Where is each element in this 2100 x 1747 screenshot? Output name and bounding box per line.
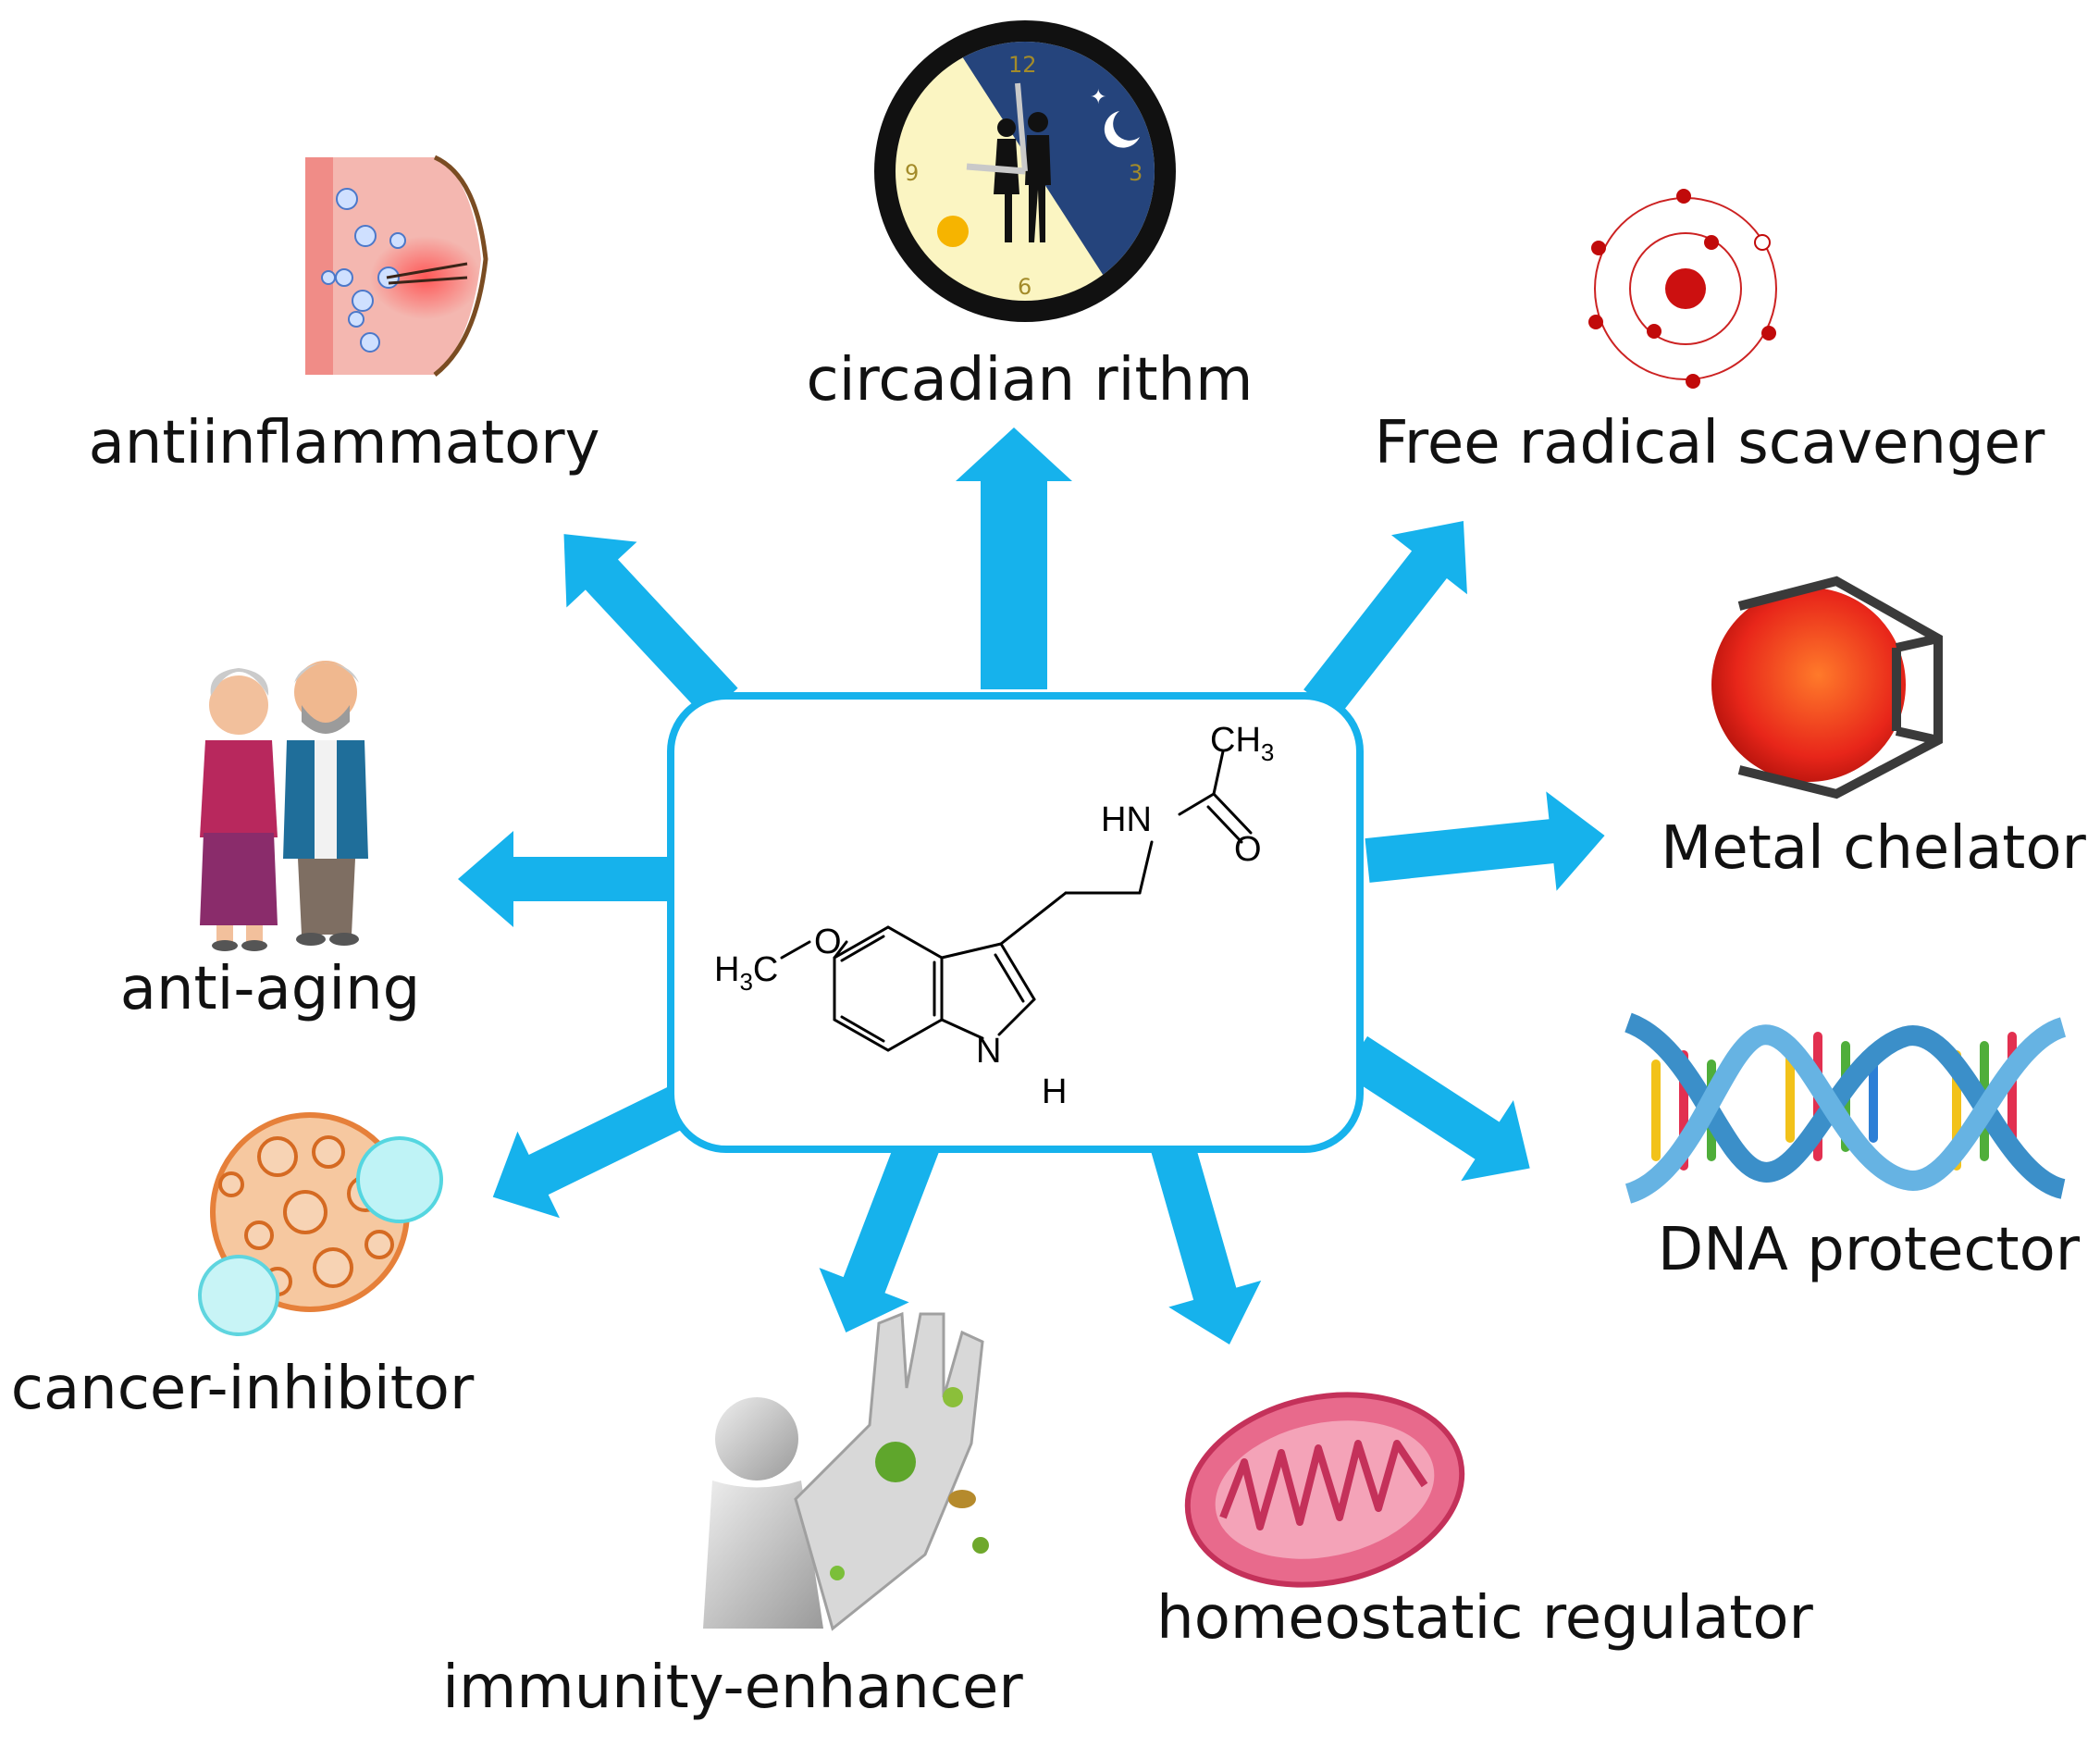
h3c-text: H3C: [714, 950, 778, 996]
ring-n-text: N: [976, 1032, 1001, 1071]
label-dna: DNA protector: [1658, 1216, 2081, 1284]
label-metal-chelator: Metal chelator: [1661, 814, 2086, 883]
arrow-lower-left: [492, 1085, 690, 1219]
arrows: [458, 427, 1605, 1345]
ch3-text: CH3: [1210, 721, 1274, 766]
clock-day-night-icon: ✦ 12 3 6 9: [874, 20, 1176, 322]
label-homeostatic: homeostatic regulator: [1156, 1584, 1813, 1653]
arrow-up: [956, 427, 1072, 689]
cancer-cell-icon: [198, 1112, 443, 1336]
clock-9: 9: [905, 160, 919, 186]
ether-o-text: O: [814, 923, 842, 961]
clock-6: 6: [1018, 274, 1031, 300]
center-molecule-box: [667, 692, 1364, 1153]
label-anti-aging: anti-aging: [120, 955, 421, 1023]
carbonyl-o-text: O: [1234, 830, 1262, 869]
arrow-lower-right: [1342, 1035, 1530, 1182]
label-immunity: immunity-enhancer: [442, 1654, 1023, 1722]
arrow-down-right: [1148, 1132, 1262, 1345]
arrow-left: [458, 831, 671, 927]
atom-icon: [1588, 189, 1777, 389]
arrow-right: [1365, 791, 1605, 891]
human-shield-virus-icon: [703, 1311, 989, 1631]
label-antiinflammatory: antiinflammatory: [89, 409, 600, 477]
label-free-radical: Free radical scavenger: [1375, 409, 2045, 477]
arrow-upper-right: [1303, 520, 1467, 717]
label-cancer: cancer-inhibitor: [11, 1355, 475, 1423]
elderly-couple-icon: [200, 661, 368, 951]
red-sphere-chelate-icon: [1711, 576, 1943, 799]
melatonin-structure: CH3 HN O H3C O N H: [714, 721, 1274, 1111]
inflamed-tissue-icon: [305, 155, 488, 377]
mitochondrion-icon: [1184, 1392, 1465, 1588]
arrow-upper-left: [563, 534, 738, 719]
clock-12: 12: [1008, 52, 1037, 78]
ring-h-text: H: [1042, 1072, 1067, 1111]
nh-text: HN: [1101, 800, 1152, 839]
arrow-down-left: [819, 1130, 942, 1333]
label-circadian: circadian rithm: [807, 346, 1254, 415]
clock-3: 3: [1129, 160, 1143, 186]
svg-text:✦: ✦: [1090, 86, 1106, 109]
dna-helix-icon: [1624, 1012, 2067, 1204]
